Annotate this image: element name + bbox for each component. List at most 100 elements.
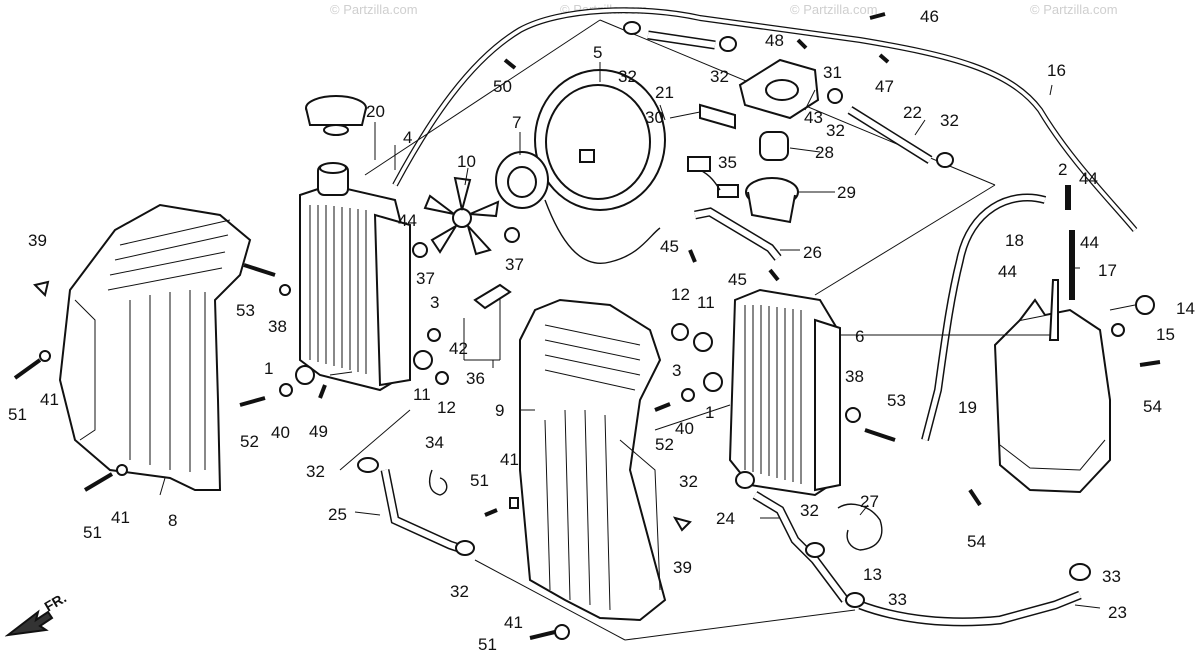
callout-28: 28: [815, 143, 834, 162]
callout-52-left: 52: [240, 432, 259, 451]
callout-32-g: 32: [679, 472, 698, 491]
callout-4: 4: [403, 128, 412, 147]
fan-blade: [423, 176, 500, 256]
thermostat-housing: [738, 58, 820, 224]
callout-2: 2: [1058, 160, 1067, 179]
callout-42: 42: [449, 339, 468, 358]
callout-24: 24: [716, 509, 735, 528]
callout-40-left: 40: [271, 423, 290, 442]
callout-32-e: 32: [306, 462, 325, 481]
callout-30: 30: [645, 108, 664, 127]
callout-44-a: 44: [398, 211, 417, 230]
callout-49: 49: [309, 422, 328, 441]
callout-34: 34: [425, 433, 444, 452]
watermark-4: © Partzilla.com: [1030, 2, 1118, 17]
front-direction-label: FR.: [42, 589, 70, 614]
callout-20: 20: [366, 102, 385, 121]
callout-40-right: 40: [675, 419, 694, 438]
callout-8: 8: [168, 511, 177, 530]
callout-18: 18: [1005, 231, 1024, 250]
callout-41-b: 41: [111, 508, 130, 527]
left-shroud: [58, 203, 252, 491]
callout-14: 14: [1176, 299, 1195, 318]
callout-44-b: 44: [1079, 169, 1098, 188]
callout-3-right: 3: [672, 361, 681, 380]
reserve-tank: [993, 279, 1111, 494]
callout-51-d: 51: [478, 635, 497, 654]
callout-11-left: 11: [413, 385, 431, 404]
callout-37-b: 37: [505, 255, 524, 274]
callout-19: 19: [958, 398, 977, 417]
callout-41-d: 41: [504, 613, 523, 632]
callout-27: 27: [860, 492, 879, 511]
small-parts: [13, 12, 1161, 640]
callout-54-b: 54: [967, 532, 986, 551]
center-shroud: [519, 298, 667, 622]
callout-32-c: 32: [826, 121, 845, 140]
callout-44-c: 44: [1080, 233, 1099, 252]
callout-52-right: 52: [655, 435, 674, 454]
callout-10: 10: [457, 152, 476, 171]
callout-5: 5: [593, 43, 602, 62]
watermarks: © Partzilla.com © Partzilla.com © Partzi…: [330, 2, 1118, 17]
callout-22: 22: [903, 103, 922, 122]
callout-17: 17: [1098, 261, 1117, 280]
front-direction-arrow: FR.: [4, 589, 70, 637]
callout-41-c: 41: [500, 450, 519, 469]
callout-21: 21: [655, 83, 674, 102]
callout-47: 47: [875, 77, 894, 96]
callout-37-a: 37: [416, 269, 435, 288]
callout-12-left: 12: [437, 398, 456, 417]
callout-7: 7: [512, 113, 521, 132]
callout-1-left: 1: [264, 359, 273, 378]
callout-26: 26: [803, 243, 822, 262]
callout-43: 43: [804, 108, 823, 127]
watermark-3: © Partzilla.com: [790, 2, 878, 17]
callout-1-right: 1: [705, 403, 714, 422]
callout-32-b: 32: [710, 67, 729, 86]
callout-45-a: 45: [660, 237, 679, 256]
callout-3-left: 3: [430, 293, 439, 312]
callouts: 1 1 2 3 3 4 5 6 7 8 9 10 11 11 12 12 13 …: [8, 7, 1195, 654]
radiator-cap: [305, 95, 367, 136]
callout-29: 29: [837, 183, 856, 202]
callout-44-d: 44: [998, 262, 1017, 281]
callout-45-b: 45: [728, 270, 747, 289]
callout-53-left: 53: [236, 301, 255, 320]
callout-51-a: 51: [8, 405, 27, 424]
callout-32-d: 32: [940, 111, 959, 130]
callout-32-a: 32: [618, 67, 637, 86]
callout-51-c: 51: [470, 471, 489, 490]
callout-39-center: 39: [673, 558, 692, 577]
callout-12-right: 12: [671, 285, 690, 304]
watermark-1: © Partzilla.com: [330, 2, 418, 17]
left-radiator: [299, 162, 411, 392]
callout-41-a: 41: [40, 390, 59, 409]
callout-25: 25: [328, 505, 347, 524]
callout-11-right: 11: [697, 293, 715, 312]
callout-50: 50: [493, 77, 512, 96]
leader-lines: [159, 62, 1136, 609]
hoses: [380, 30, 1082, 627]
callout-54-a: 54: [1143, 397, 1162, 416]
callout-15: 15: [1156, 325, 1175, 344]
callout-38-right: 38: [845, 367, 864, 386]
callout-32-h: 32: [800, 501, 819, 520]
callout-23: 23: [1108, 603, 1127, 622]
callout-35: 35: [718, 153, 737, 172]
callout-33-b: 33: [1102, 567, 1121, 586]
callout-38-left: 38: [268, 317, 287, 336]
callout-36: 36: [466, 369, 485, 388]
callout-32-f: 32: [450, 582, 469, 601]
callout-51-b: 51: [83, 523, 102, 542]
callout-31: 31: [823, 63, 842, 82]
callout-16: 16: [1047, 61, 1066, 80]
right-radiator: [728, 288, 841, 497]
callout-33-a: 33: [888, 590, 907, 609]
callout-9: 9: [495, 401, 504, 420]
callout-39-left: 39: [28, 231, 47, 250]
callout-53-right: 53: [887, 391, 906, 410]
callout-13: 13: [863, 565, 882, 584]
fan-shroud: [534, 69, 666, 211]
